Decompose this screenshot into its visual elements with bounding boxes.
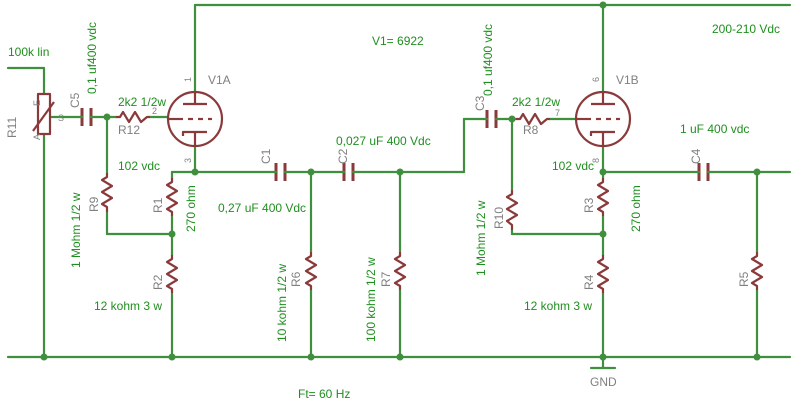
r6-body xyxy=(304,252,318,290)
junction-dot xyxy=(753,353,761,361)
r2-ref: R2 xyxy=(151,274,165,290)
c3-value-label: 0,1 uf400 vdc xyxy=(481,24,495,96)
r3-value-label: 270 ohm xyxy=(629,185,643,232)
r4-ref: R4 xyxy=(582,274,596,290)
v1b-ref: V1B xyxy=(616,73,639,87)
c1-value-label: 0,27 uF 400 Vdc xyxy=(218,201,306,215)
c4-value-label: 1 uF 400 vdc xyxy=(680,122,749,136)
pot-pin-e: E xyxy=(32,100,42,106)
r2-body xyxy=(165,255,179,293)
r5-body xyxy=(750,252,764,290)
v1a-pin-3: 3 xyxy=(183,158,193,163)
junction-dot xyxy=(396,168,404,176)
supply-voltage-label: 200-210 Vdc xyxy=(712,22,780,36)
r1-body xyxy=(165,178,179,216)
capacitors xyxy=(78,108,713,181)
r10-ref: R10 xyxy=(492,207,506,229)
junction-dot xyxy=(168,230,176,238)
r12-value-label: 2k2 1/2w xyxy=(118,95,166,109)
r9-body xyxy=(100,173,114,212)
r1-value-label: 270 ohm xyxy=(184,185,198,232)
r5-ref: R5 xyxy=(737,271,751,287)
ground-ref: GND xyxy=(590,375,617,389)
wires xyxy=(6,3,792,370)
r6-ref: R6 xyxy=(289,271,303,287)
c5-ref: C5 xyxy=(68,92,82,108)
r11-pot-arrow xyxy=(32,101,55,132)
r6-value-label: 10 kohm 1/2 w xyxy=(275,264,289,342)
r7-body xyxy=(393,252,407,290)
junction-dot xyxy=(599,168,607,176)
c2-value-label: 0,027 uF 400 Vdc xyxy=(336,134,431,148)
r12-pin-2: 2 xyxy=(152,106,157,116)
pot-pin-a: A xyxy=(32,134,42,140)
junction-dot xyxy=(753,168,761,176)
c5-value-label: 0,1 uf400 vdc xyxy=(85,22,99,94)
r7-value-label: 100 kohm 1/2 w xyxy=(364,257,378,342)
junction-dot xyxy=(168,353,176,361)
r4-body xyxy=(596,255,610,293)
v1b-pin-6: 6 xyxy=(591,77,601,82)
c2-ref: C2 xyxy=(336,148,350,164)
v1b-cathode-voltage: 102 vdc xyxy=(552,159,594,173)
r9-ref: R9 xyxy=(87,196,101,212)
junction-dot xyxy=(599,353,607,361)
r3-ref: R3 xyxy=(582,197,596,213)
junction-dot xyxy=(103,113,111,121)
c4-ref: C4 xyxy=(689,148,703,164)
v1b-cathode xyxy=(589,130,615,136)
junction-dot xyxy=(508,115,516,123)
value-labels: 100k lin V1= 6922 200-210 Vdc 2k2 1/2w 2… xyxy=(8,22,780,401)
tube-v1b xyxy=(574,90,632,148)
r8-ref: R8 xyxy=(523,123,539,137)
tube-type-label: V1= 6922 xyxy=(372,34,424,48)
r8-body xyxy=(516,112,550,126)
pot-pin-s: S xyxy=(58,113,64,123)
pot-value-label: 100k lin xyxy=(8,45,49,59)
resistors xyxy=(32,92,764,293)
pin-numbers: E S A 2 7 1 3 6 8 xyxy=(32,77,601,163)
r11-pot-body xyxy=(36,92,52,136)
r9-value-label: 1 Mohm 1/2 w xyxy=(69,192,83,268)
r7-ref: R7 xyxy=(379,271,393,287)
r8-pin-7: 7 xyxy=(555,108,560,118)
junction-dot xyxy=(191,168,199,176)
tube-v1a xyxy=(166,90,224,148)
junctions xyxy=(40,1,761,361)
junction-dot xyxy=(396,353,404,361)
r12-body xyxy=(116,110,150,124)
r10-body xyxy=(505,190,519,230)
r10-value-label: 1 Mohm 1/2 w xyxy=(474,200,488,276)
c3-ref: C3 xyxy=(473,95,487,111)
v1b-pin-8: 8 xyxy=(591,158,601,163)
r3-body xyxy=(596,178,610,216)
v1a-cathode-voltage: 102 vdc xyxy=(118,159,160,173)
c1-ref: C1 xyxy=(259,148,273,164)
v1a-cathode xyxy=(181,130,207,136)
v1a-ref: V1A xyxy=(208,73,231,87)
v1a-pin-1: 1 xyxy=(183,77,193,82)
r12-ref: R12 xyxy=(118,123,140,137)
junction-dot xyxy=(599,230,607,238)
r8-value-label: 2k2 1/2w xyxy=(512,95,560,109)
junction-dot xyxy=(307,168,315,176)
junction-dot xyxy=(307,353,315,361)
r1-ref: R1 xyxy=(151,197,165,213)
junction-dot xyxy=(40,353,48,361)
frequency-label: Ft= 60 Hz xyxy=(298,387,350,401)
r2-value-label: 12 kohm 3 w xyxy=(94,299,162,313)
r11-ref: R11 xyxy=(5,117,19,138)
reference-designators: R11 C5 R12 V1A R9 R1 R2 C1 C2 R6 R7 C3 R… xyxy=(5,73,751,389)
junction-dot xyxy=(599,1,607,9)
r4-value-label: 12 kohm 3 w xyxy=(524,299,592,313)
